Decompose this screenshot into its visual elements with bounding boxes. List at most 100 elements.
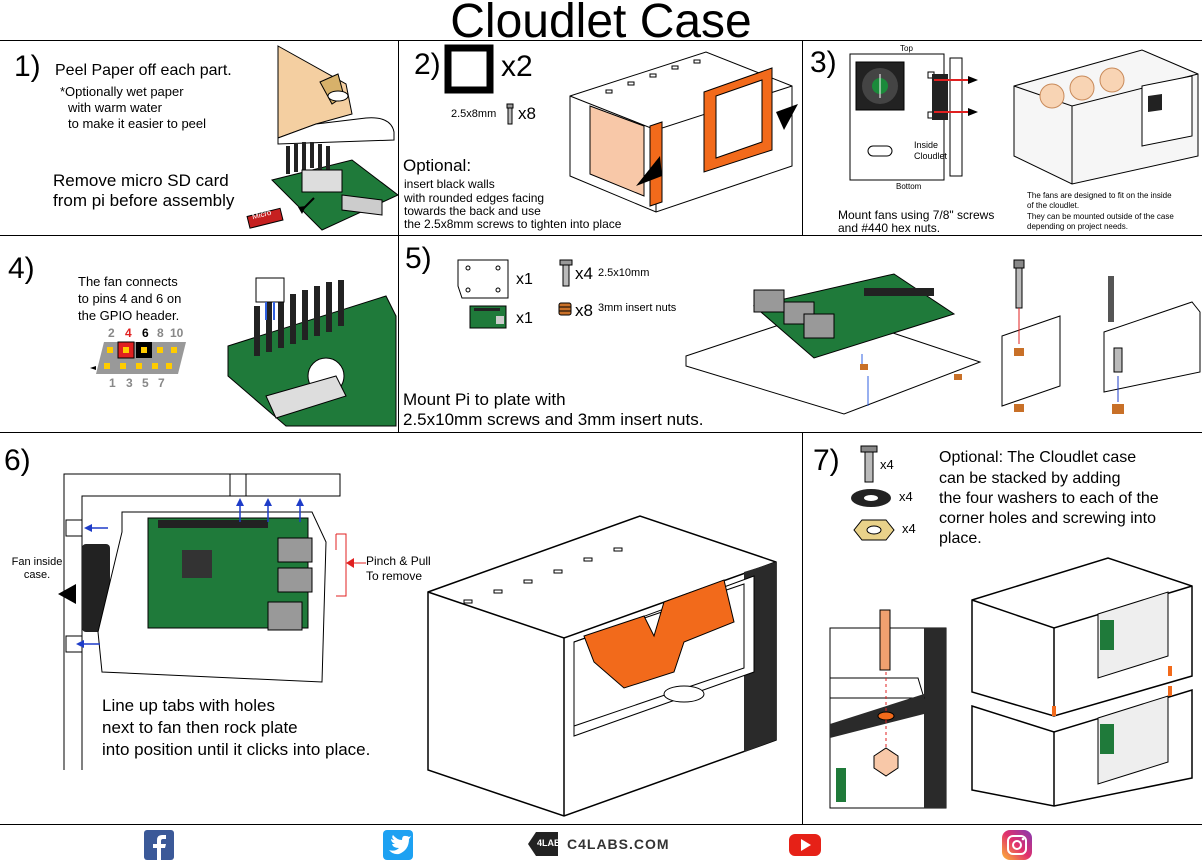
mount-plate-icon	[457, 259, 509, 299]
pin-label: 4	[125, 326, 132, 340]
divider	[0, 432, 1202, 433]
twitter-icon[interactable]	[383, 830, 413, 860]
pin-label: 8	[157, 326, 164, 340]
step-text: the four washers to each of the	[939, 490, 1159, 507]
diagram-label-bottom: Bottom	[896, 182, 922, 191]
step-text: the GPIO header.	[78, 308, 180, 323]
step-text: Mount Pi to plate with	[403, 390, 566, 409]
c4labs-logo-mark	[528, 832, 558, 856]
step-text: next to fan then rock plate	[102, 718, 298, 737]
fan-side-illustration	[932, 57, 978, 177]
install-arrows-lower	[76, 640, 100, 648]
optional-label: Optional:	[403, 156, 472, 175]
pointer-arrow	[58, 584, 76, 604]
step-text: insert black walls	[404, 177, 495, 191]
step-text: with rounded edges facing	[404, 191, 545, 205]
fan-label: case.	[23, 569, 51, 581]
insert-nut-icon	[558, 302, 572, 316]
pinch-label: Pinch & Pull	[366, 554, 431, 568]
step-note: to make it easier to peel	[68, 116, 207, 131]
page-title: Cloudlet Case	[450, 0, 752, 48]
fan-note: of the cloudlet.	[1027, 201, 1080, 210]
step-text: Optional: The Cloudlet case	[939, 449, 1137, 466]
step-text: can be stacked by adding	[939, 470, 1121, 487]
insert-nut-detail-2	[1103, 276, 1201, 414]
plate-install-diagram	[63, 473, 341, 770]
step-text: Remove micro SD card	[53, 171, 229, 190]
pi-mount-plate-illustration	[685, 273, 982, 415]
case-with-plate-illustration	[427, 515, 777, 817]
pin-label: 1	[109, 376, 116, 390]
part-quantity: x4	[902, 521, 916, 536]
step-number: 2)	[414, 48, 441, 81]
divider	[398, 40, 399, 432]
raspberry-pi-icon	[469, 305, 507, 329]
hex-nut-icon	[853, 519, 895, 541]
step-text: Peel Paper off each part.	[55, 62, 232, 79]
insert-nut-detail-1	[1001, 259, 1061, 412]
fan-note: depending on project needs.	[1027, 222, 1128, 231]
nut-size: 3mm insert nuts	[598, 302, 677, 314]
part-quantity: x1	[516, 271, 533, 288]
pin-label: 7	[158, 376, 165, 390]
screw-icon	[506, 103, 514, 125]
case-fans-illustration	[1013, 49, 1199, 185]
part-quantity: x1	[516, 310, 533, 327]
nut-quantity: x8	[575, 301, 593, 320]
diagram-label-top: Top	[900, 44, 913, 53]
instagram-icon[interactable]	[1002, 830, 1032, 860]
step-number: 6)	[4, 444, 31, 477]
step-text: into position until it clicks into place…	[102, 740, 371, 759]
pin-label: 2	[108, 326, 115, 340]
divider	[0, 235, 1202, 236]
divider	[0, 40, 1202, 41]
pinch-label: To remove	[366, 569, 423, 583]
peel-paper-illustration	[277, 45, 395, 145]
step-text: 2.5x10mm screws and 3mm insert nuts.	[403, 410, 704, 429]
screw-size: 2.5x8mm	[451, 108, 497, 120]
step-text: The fan connects	[78, 274, 178, 289]
pin-label: 6	[142, 326, 149, 340]
screw-quantity: x8	[518, 104, 536, 123]
step-text: to pins 4 and 6 on	[78, 291, 182, 306]
step-note: with warm water	[68, 100, 162, 115]
inside-label: Cloudlet	[914, 151, 948, 161]
step-text: from pi before assembly	[53, 191, 235, 210]
step-text: towards the back and use	[404, 204, 541, 218]
divider	[0, 824, 1202, 825]
step-number: 1)	[14, 50, 41, 83]
facebook-icon[interactable]	[144, 830, 174, 860]
gpio-fan-connector-illustration	[227, 277, 397, 427]
raspberry-pi-sd-illustration	[246, 142, 399, 231]
part-quantity: x4	[880, 457, 894, 472]
screw-size: 2.5x10mm	[598, 267, 650, 279]
step-text: corner holes and screwing into	[939, 510, 1157, 527]
part-quantity: x2	[501, 50, 533, 83]
stacked-cases-illustration	[971, 557, 1193, 807]
screw-icon	[559, 259, 573, 287]
fan-label: Fan inside	[11, 556, 63, 568]
fan-note: They can be mounted outside of the case	[1027, 212, 1174, 221]
fan-plate-illustration	[849, 53, 945, 181]
screw-quantity: x4	[575, 264, 593, 283]
washer-icon	[851, 489, 891, 507]
divider	[802, 40, 803, 235]
step-text: and #440 hex nuts.	[838, 221, 941, 235]
step-text: Mount fans using 7/8" screws	[838, 208, 995, 222]
step-number: 3)	[810, 46, 837, 79]
youtube-icon[interactable]	[789, 834, 821, 864]
pin-label: 10	[170, 326, 184, 340]
c4labs-logo-text: 4LABS	[537, 838, 567, 848]
pin-label: 5	[142, 376, 149, 390]
case-walls-illustration	[569, 51, 798, 213]
c4labs-logo[interactable]: 4LABS	[528, 832, 567, 856]
step-note: *Optionally wet paper	[60, 84, 184, 99]
install-arrows	[84, 498, 347, 597]
step-text: Line up tabs with holes	[102, 696, 275, 715]
pin-label: 3	[126, 376, 133, 390]
gpio-header-shape	[90, 341, 186, 374]
step-text: the 2.5x8mm screws to tighten into place	[404, 217, 622, 231]
divider	[802, 432, 803, 824]
fan-note: The fans are designed to fit on the insi…	[1027, 191, 1172, 200]
website-link[interactable]: C4LABS.COM	[567, 836, 670, 852]
